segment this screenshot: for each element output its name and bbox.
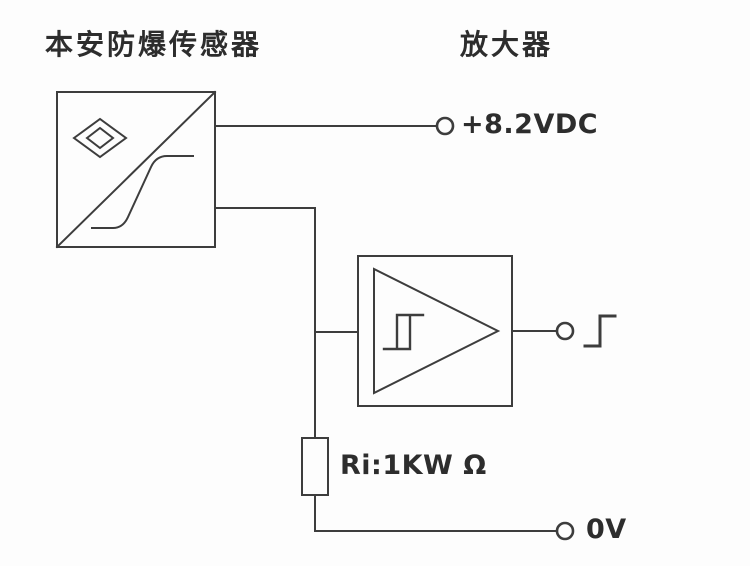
output-terminal-circle (555, 321, 575, 341)
schmitt-trigger-icon (382, 313, 425, 351)
ground-terminal-label: 0V (586, 514, 627, 545)
amplifier-title: 放大器 (460, 28, 554, 61)
ground-terminal-circle (555, 521, 575, 541)
sensor-diamond-icon (72, 117, 128, 159)
supply-terminal-circle (435, 116, 455, 136)
ground-wire (314, 494, 557, 532)
amplifier-box (357, 255, 513, 407)
ramp-signal-icon (91, 155, 194, 229)
resistor (301, 437, 329, 496)
sensor-title: 本安防爆传感器 (45, 28, 263, 61)
signal-wire (214, 207, 359, 333)
supply-terminal-label: +8.2VDC (461, 109, 599, 140)
resistor-label: Ri:1KW Ω (340, 450, 487, 481)
sensor-box (55, 90, 217, 249)
step-output-icon (583, 314, 617, 348)
